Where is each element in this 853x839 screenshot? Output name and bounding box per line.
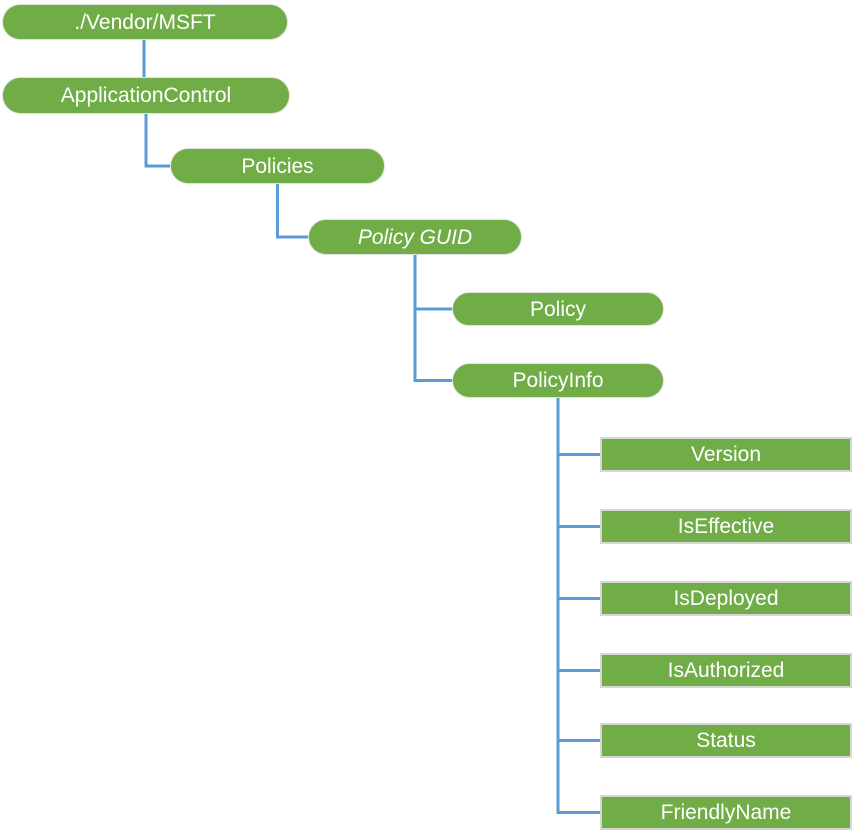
node-is-authorized: IsAuthorized: [600, 653, 852, 688]
node-policy-guid: Policy GUID: [308, 219, 522, 255]
node-version: Version: [600, 437, 852, 472]
node-status: Status: [600, 723, 852, 758]
node-friendly-name: FriendlyName: [600, 795, 852, 830]
node-is-deployed: IsDeployed: [600, 581, 852, 616]
connector-policyguid-trunk: [413, 255, 452, 382]
node-policy: Policy: [452, 292, 664, 326]
node-is-effective: IsEffective: [600, 509, 852, 544]
node-application-control: ApplicationControl: [2, 77, 290, 114]
connector-applicationcontrol-to-policies: [144, 114, 170, 168]
node-vendor-msft: ./Vendor/MSFT: [2, 4, 288, 40]
connector-policyinfo-trunk: [556, 398, 600, 814]
connector-policies-to-policyguid: [276, 184, 308, 239]
node-policy-info: PolicyInfo: [452, 363, 664, 398]
node-policies: Policies: [170, 148, 385, 184]
